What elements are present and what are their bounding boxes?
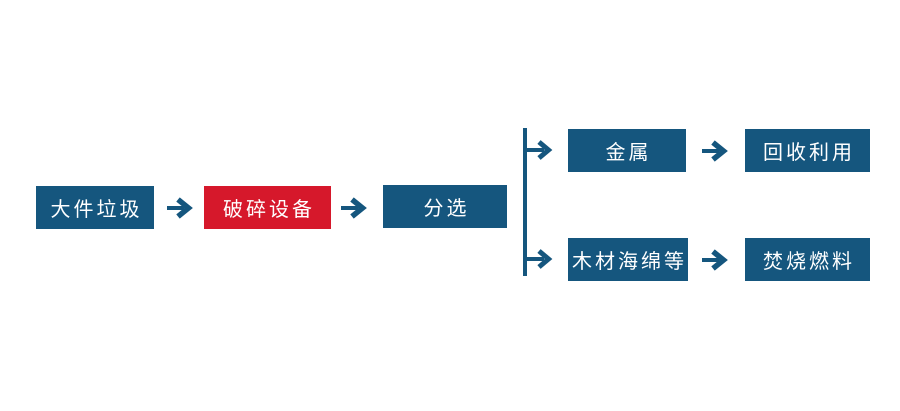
arrow-right-icon bbox=[700, 139, 730, 163]
node-bulky-waste: 大件垃圾 bbox=[36, 186, 154, 229]
node-incineration-fuel: 焚烧燃料 bbox=[745, 238, 870, 281]
branch-connector bbox=[520, 126, 560, 278]
node-wood-sponge-etc: 木材海绵等 bbox=[568, 238, 688, 281]
arrow-right-icon bbox=[700, 248, 730, 272]
arrow-right-icon bbox=[165, 196, 195, 220]
node-metal: 金属 bbox=[568, 129, 686, 172]
node-crushing-equipment: 破碎设备 bbox=[204, 186, 331, 229]
arrow-right-icon bbox=[339, 196, 369, 220]
node-sorting: 分选 bbox=[383, 185, 507, 228]
node-recycling: 回收利用 bbox=[745, 129, 870, 172]
